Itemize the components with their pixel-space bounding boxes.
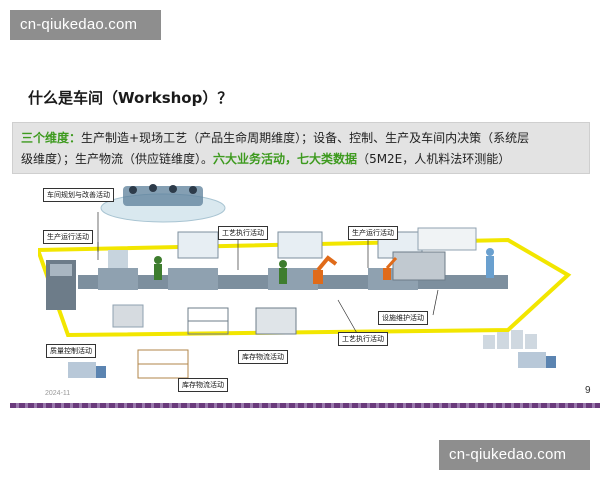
six-activities: 六大业务活动 (213, 152, 286, 166)
comma: ， (285, 152, 298, 166)
workstation-1 (98, 250, 138, 290)
label-equipment-maintenance: 设施维护活动 (378, 311, 428, 325)
label-production-run-1: 生产运行活动 (43, 230, 93, 244)
label-inventory-logistics-1: 库存物流活动 (238, 350, 288, 364)
inventory-rack-1 (187, 307, 229, 335)
slide-date: 2024-11 (45, 390, 71, 397)
planning-team-icon (123, 184, 203, 206)
storage-shelf (137, 349, 189, 379)
description-line1: 生产制造+现场工艺（产品生命周期维度）；设备、控制、生产及车间内决策（系统层 (81, 131, 530, 145)
pointer-lines (97, 212, 439, 336)
workshop-diagram: 车间规划与改善活动 生产运行活动 工艺执行活动 生产运行活动 设施维护活动 工艺… (35, 180, 578, 392)
workstation-5 (392, 251, 446, 281)
display-board (417, 227, 477, 251)
label-process-exec-2: 工艺执行活动 (338, 332, 388, 346)
factory-illustration (35, 184, 572, 379)
robot-arm-icon-2 (383, 256, 398, 280)
description-line2-end: （5M2E，人机料法环测能） (357, 152, 511, 166)
slide-title: 什么是车间（Workshop）？ (28, 89, 233, 107)
machine-left (46, 260, 76, 310)
page-number: 9 (585, 385, 591, 396)
watermark-bottom: cn-qiukedao.com (439, 440, 590, 470)
label-inventory-logistics-2: 库存物流活动 (178, 378, 228, 392)
description-line2-start: 级维度）；生产物流（供应链维度）。 (21, 152, 214, 166)
worker-icon-3 (486, 248, 494, 278)
dimensions-lead: 三个维度： (21, 131, 82, 145)
label-workshop-planning: 车间规划与改善活动 (43, 188, 114, 202)
footer-band (10, 403, 600, 408)
watermark-top: cn-qiukedao.com (10, 10, 161, 40)
label-production-run-2: 生产运行活动 (348, 226, 398, 240)
truck-icon-1 (68, 362, 106, 378)
quality-cart-icon (112, 304, 144, 328)
slide: 什么是车间（Workshop）？ 三个维度：生产制造+现场工艺（产品生命周期维度… (0, 70, 600, 410)
inventory-rack-2 (255, 307, 297, 335)
warehouse-buildings (483, 330, 537, 349)
robot-arm-icon (313, 255, 338, 284)
seven-data: 七大类数据 (297, 152, 358, 166)
truck-icon-2 (518, 352, 556, 368)
workstation-2 (168, 231, 219, 290)
description-box: 三个维度：生产制造+现场工艺（产品生命周期维度）；设备、控制、生产及车间内决策（… (12, 122, 590, 174)
worker-icon-1 (154, 256, 162, 280)
label-quality-control: 质量控制活动 (46, 344, 96, 358)
label-process-exec-1: 工艺执行活动 (218, 226, 268, 240)
worker-icon-2 (279, 260, 287, 284)
